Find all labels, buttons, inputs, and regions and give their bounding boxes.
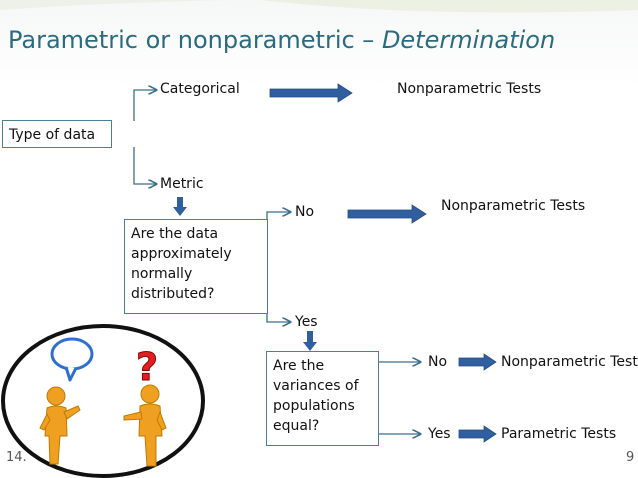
- outcome-no1: Nonparametric Tests: [441, 198, 586, 214]
- normality-line-3: normally: [131, 266, 193, 282]
- connector-metric: [133, 147, 156, 184]
- variance-line-4: equal?: [273, 418, 320, 434]
- yes1-label: Yes: [295, 314, 318, 330]
- no1-label: No: [295, 204, 315, 220]
- variance-line-1: Are the: [273, 358, 325, 374]
- metric-label: Metric: [160, 176, 204, 192]
- title-main: Parametric or nonparametric –: [8, 26, 382, 54]
- connector-categorical: [133, 90, 156, 121]
- yes2-label: Yes: [428, 426, 451, 442]
- clipart-oval: [1, 324, 205, 478]
- block-arrow-yes2: [458, 425, 497, 443]
- question-mark-icon: ?: [136, 345, 158, 389]
- footer-page-number: 9: [626, 450, 635, 465]
- outcome-categorical: Nonparametric Tests: [397, 81, 542, 97]
- categorical-label: Categorical: [160, 81, 240, 97]
- normality-line-4: distributed?: [131, 286, 215, 302]
- type-of-data-label: Type of data: [9, 127, 96, 143]
- outcome-no2: Nonparametric Tests: [501, 354, 638, 370]
- variance-line-3: populations: [273, 398, 355, 414]
- block-arrow-categorical: [269, 83, 353, 103]
- variance-question-box: Are the variances of populations equal?: [266, 351, 379, 446]
- block-arrow-no2: [458, 353, 497, 371]
- page-title: Parametric or nonparametric – Determinat…: [8, 26, 555, 54]
- normality-line-2: approximately: [131, 246, 232, 262]
- no2-label: No: [428, 354, 448, 370]
- block-arrow-no1: [347, 204, 427, 224]
- discussion-clipart: ?: [1, 324, 205, 478]
- variance-line-2: variances of: [273, 378, 359, 394]
- connector-no1: [266, 212, 290, 221]
- person-left-icon: [39, 386, 81, 465]
- type-of-data-box: Type of data: [2, 120, 112, 148]
- connector-yes1: [266, 312, 290, 322]
- normality-line-1: Are the data: [131, 226, 219, 242]
- top-decoration: [0, 0, 638, 13]
- speech-bubble-icon: [50, 337, 94, 382]
- block-arrow-yes-down: [303, 331, 317, 351]
- title-emphasis: Determination: [381, 26, 556, 54]
- outcome-yes2: Parametric Tests: [501, 426, 617, 442]
- normality-question-box: Are the data approximately normally dist…: [124, 219, 268, 314]
- person-right-icon: [123, 384, 167, 467]
- footer-left: 14.: [6, 450, 27, 465]
- block-arrow-metric-down: [173, 197, 187, 216]
